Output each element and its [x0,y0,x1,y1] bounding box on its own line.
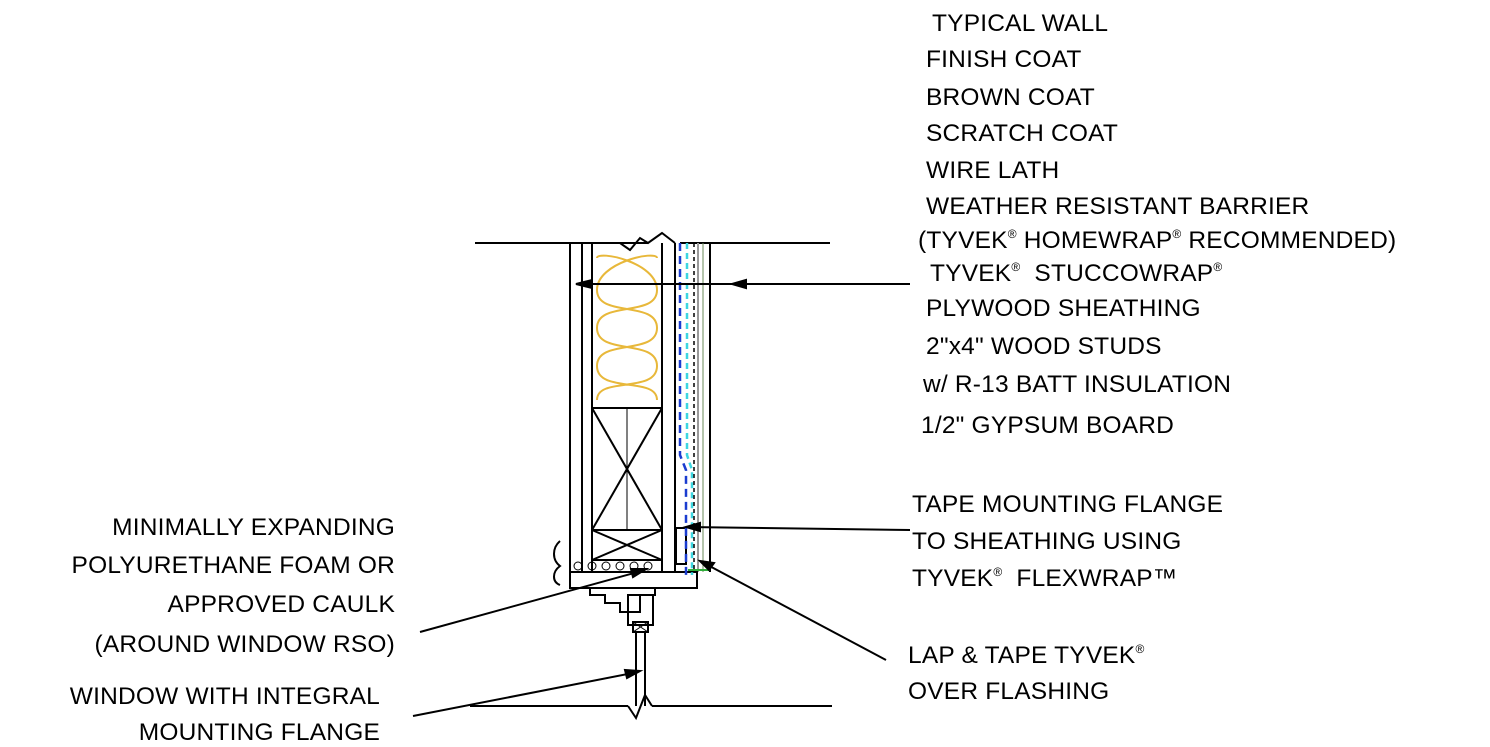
label-scratch-coat: SCRATCH COAT [926,120,1119,147]
window-frame-profile [589,588,656,613]
label-plywood: PLYWOOD SHEATHING [926,295,1201,322]
tape-tyvek-text: TYVEK [912,565,994,592]
label-typical-wall: TYPICAL WALL [932,10,1109,37]
stuccowrap-text: STUCCOWRAP [1020,260,1214,287]
registered-mark: ® [1213,260,1223,274]
mounting-flange [675,527,687,565]
header-stud-lower [591,529,663,561]
registered-mark: ® [993,565,1003,579]
label-finish-coat: FINISH COAT [926,46,1082,73]
leader-window [412,671,639,717]
registered-mark: ® [1135,642,1145,656]
caulk-bead [553,540,562,586]
label-wrb: WEATHER RESISTANT BARRIER [926,193,1310,220]
batt-insulation [595,254,659,401]
leader-lap-tape [701,561,887,661]
label-insulation: w/ R-13 BATT INSULATION [923,371,1232,398]
stuccowrap-tyvek-text: TYVEK [930,260,1012,287]
registered-mark: ® [1172,227,1182,241]
registered-mark: ® [1007,227,1017,241]
label-wire-lath: WIRE LATH [926,157,1060,184]
wrb-recommended-text: RECOMMENDED) [1181,227,1397,254]
wrb-homewrap-text: HOMEWRAP [1016,227,1173,254]
top-zigzag [582,231,676,252]
label-foam-line1: MINIMALLY EXPANDING [112,514,395,541]
label-gypsum: 1/2" GYPSUM BOARD [921,412,1175,439]
leader-foam [419,569,646,633]
stuccowrap-layer [685,243,694,575]
label-window-line2: MOUNTING FLANGE [138,719,380,746]
label-foam-line4: (AROUND WINDOW RSO) [94,631,395,658]
label-tape-line3: TYVEK® FLEXWRAP™ [912,565,1178,592]
label-window-line1: WINDOW WITH INTEGRAL [69,683,380,710]
label-tape-line1: TAPE MOUNTING FLANGE [912,491,1224,518]
label-stuccowrap: TYVEK® STUCCOWRAP® [930,260,1223,287]
label-studs: 2"x4" WOOD STUDS [926,333,1162,360]
bottom-zigzag [627,692,653,721]
weather-resistant-barrier [678,243,688,575]
wrb-tyvek-text: (TYVEK [918,227,1008,254]
label-wrb-tyvek-homewrap: (TYVEK® HOMEWRAP® RECOMMENDED) [918,227,1397,254]
window-mounting-block [627,594,654,626]
tape-flexwrap-text: FLEXWRAP™ [1002,565,1178,592]
label-foam-line2: POLYURETHANE FOAM OR [71,552,395,579]
label-tape-line2: TO SHEATHING USING [912,528,1182,555]
registered-mark: ® [1011,260,1021,274]
leader-tape-flange [685,526,911,531]
lap-tape-text: LAP & TAPE TYVEK [908,642,1136,669]
window-glass-clip [632,621,649,633]
label-lap-line1: LAP & TAPE TYVEK® [908,642,1145,669]
label-foam-line3: APPROVED CAULK [167,591,395,618]
label-brown-coat: BROWN COAT [926,84,1095,111]
label-lap-line2: OVER FLASHING [908,678,1110,705]
